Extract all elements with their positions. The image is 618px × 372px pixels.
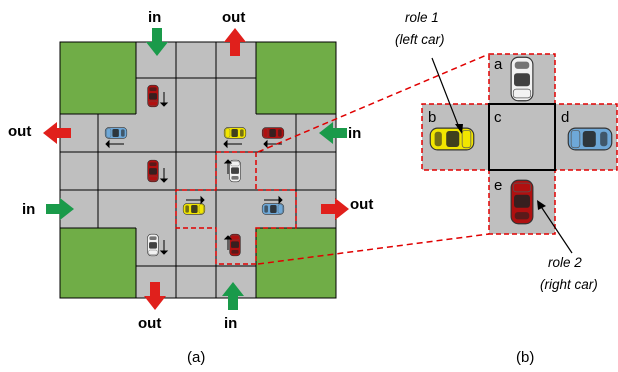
car-cell-e-role2	[510, 179, 534, 225]
zoom-connector-top	[257, 53, 490, 153]
role1-pointer	[431, 57, 461, 131]
car-cell-a	[510, 56, 534, 102]
intersection-panel: in out out in in out out in (a)	[8, 9, 373, 366]
label-out-left: out	[8, 123, 31, 140]
cell-label-c: c	[494, 109, 502, 126]
caption-b: (b)	[516, 349, 534, 366]
car	[229, 159, 241, 183]
center-cell-c	[488, 103, 556, 171]
label-in-right: in	[348, 125, 361, 142]
highlighted-region	[175, 151, 297, 265]
car	[104, 127, 128, 139]
car	[229, 233, 241, 257]
grass-corner-top-left	[60, 42, 136, 114]
car-cell-b-role1	[429, 127, 475, 151]
car	[147, 159, 159, 183]
car	[261, 203, 285, 215]
role2-pointer	[539, 204, 573, 254]
label-in-bottom: in	[224, 315, 237, 332]
zoomed-panel: a b c d e role 1 (left car) role 2 (righ…	[395, 10, 618, 366]
car	[261, 127, 285, 139]
in-arrow-top	[146, 28, 168, 56]
car-cell-d	[567, 127, 613, 151]
car	[223, 127, 247, 139]
cell-label-e: e	[494, 177, 502, 194]
in-arrow-bottom	[222, 282, 244, 310]
cell-label-d: d	[561, 109, 569, 126]
in-arrow-right	[319, 122, 347, 144]
label-in-left: in	[22, 201, 35, 218]
caption-a: (a)	[187, 349, 205, 366]
grass-corner-top-right	[256, 42, 336, 114]
cell-label-a: a	[494, 56, 503, 73]
car	[147, 233, 159, 257]
role2-subtitle: (right car)	[540, 277, 598, 292]
role1-title: role 1	[405, 10, 439, 25]
role2-title: role 2	[548, 255, 582, 270]
out-arrow-left	[43, 122, 71, 144]
car	[147, 84, 159, 108]
role1-pointer-head	[455, 124, 463, 134]
out-arrow-top	[224, 28, 246, 56]
out-arrow-bottom	[144, 282, 166, 310]
zoom-connector-bottom	[257, 233, 490, 265]
label-out-top: out	[222, 9, 245, 26]
role1-subtitle: (left car)	[395, 32, 445, 47]
grass-corner-bottom-left	[60, 228, 136, 298]
cell-label-b: b	[428, 109, 436, 126]
role2-pointer-head	[537, 200, 546, 210]
car	[182, 203, 206, 215]
label-in-top: in	[148, 9, 161, 26]
label-out-right: out	[350, 196, 373, 213]
label-out-bottom: out	[138, 315, 161, 332]
out-arrow-right	[321, 198, 349, 220]
in-arrow-left	[46, 198, 74, 220]
